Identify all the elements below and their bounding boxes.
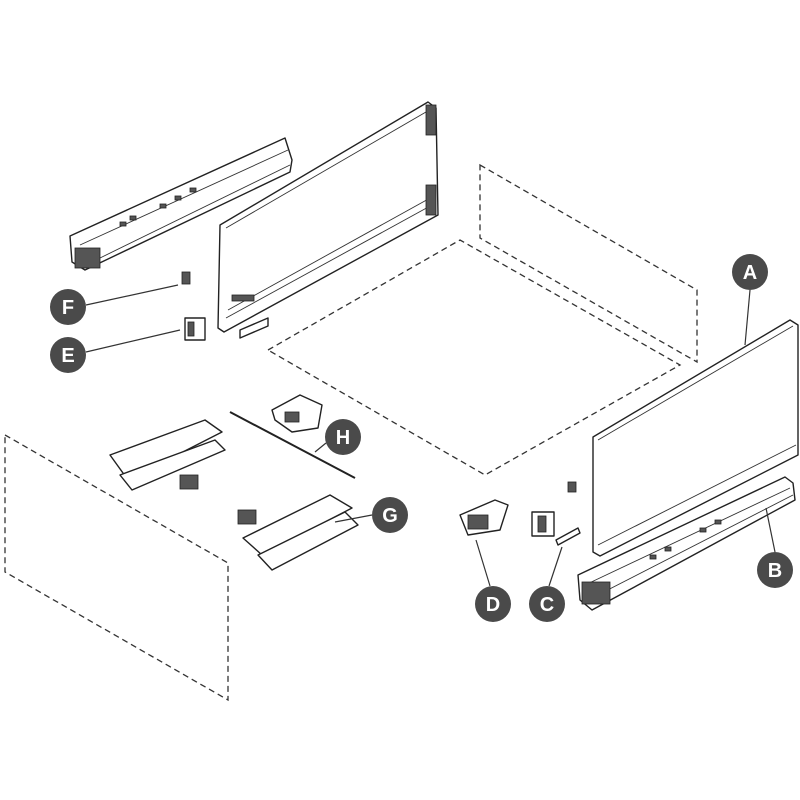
left-drawer-side [217, 101, 439, 339]
part-e-bracket [184, 317, 206, 341]
leader-b [765, 507, 776, 553]
part-g-fixing-plate [237, 494, 359, 571]
part-f-screw [181, 271, 191, 285]
part-d-clip [459, 499, 509, 536]
label-d: D [475, 586, 511, 622]
left-runner [69, 137, 293, 271]
front-panel-outline [4, 433, 229, 702]
leader-g [334, 514, 373, 523]
label-e: E [50, 337, 86, 373]
leader-f [85, 284, 179, 306]
front-fixing-plate-left [109, 419, 226, 491]
label-c: C [529, 586, 565, 622]
part-h-rod [229, 411, 356, 479]
leader-h [314, 442, 327, 453]
bottom-panel-outline [266, 239, 682, 476]
label-e-text: E [61, 345, 74, 367]
part-h-clip [271, 394, 323, 433]
label-a: A [732, 254, 768, 290]
back-panel-outline [479, 163, 698, 364]
leader-a [744, 289, 751, 346]
label-a-text: A [743, 262, 757, 284]
label-c-text: C [540, 594, 554, 616]
right-runner [577, 476, 796, 611]
label-b: B [757, 552, 793, 588]
label-b-text: B [768, 560, 782, 582]
label-g: G [372, 497, 408, 533]
part-c-bracket [531, 481, 581, 546]
label-f: F [50, 289, 86, 325]
label-g-text: G [382, 505, 398, 527]
label-h-text: H [336, 427, 350, 449]
label-h: H [325, 419, 361, 455]
right-drawer-side [592, 319, 799, 557]
leader-d [475, 539, 491, 587]
label-d-text: D [486, 594, 500, 616]
label-f-text: F [62, 297, 74, 319]
leader-c [548, 546, 563, 587]
leader-e [85, 329, 181, 353]
